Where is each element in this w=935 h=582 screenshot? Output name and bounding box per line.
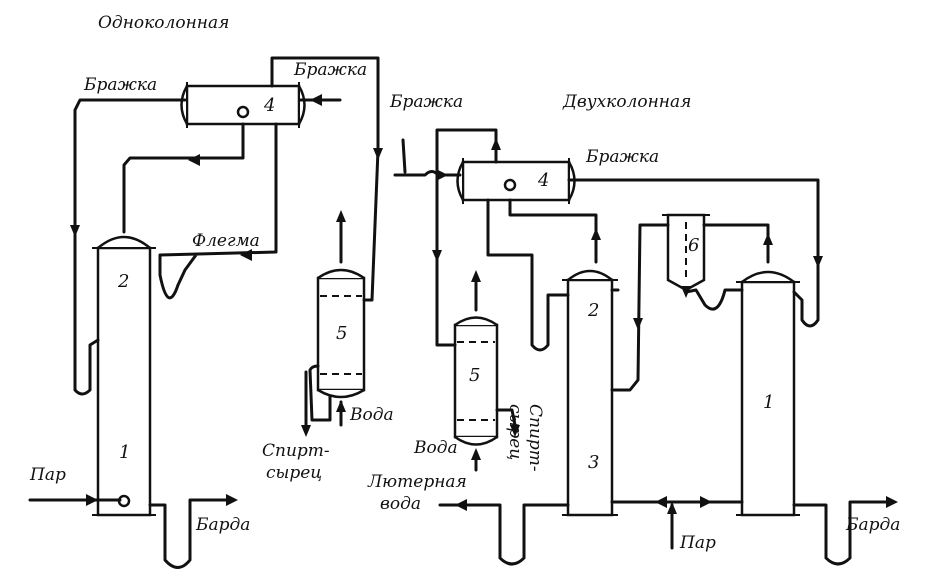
separator-6 <box>662 213 710 292</box>
label-par-1: Пар <box>29 465 66 485</box>
label-brazhka-2: Бражка <box>293 60 367 80</box>
double-dephlegmator-body <box>461 160 571 202</box>
label-par-2: Пар <box>679 533 716 553</box>
number-1-single: 1 <box>119 442 130 463</box>
label-voda-1: Вода <box>349 405 394 425</box>
single-column-dome <box>97 235 151 249</box>
single-dephlegmator <box>180 82 306 128</box>
label-luternaya-b: вода <box>380 494 421 514</box>
label-brazhka-4: Бражка <box>585 147 659 167</box>
double-column-3 <box>562 269 618 517</box>
double-column-1 <box>736 270 800 517</box>
title-single-column: Одноколонная <box>98 13 229 33</box>
double-condenser <box>453 316 499 446</box>
single-arrows <box>70 94 383 506</box>
label-luternaya-a: Лютерная <box>367 472 467 492</box>
number-2-double: 2 <box>587 300 599 321</box>
label-spirt-v2: сырец <box>505 404 525 460</box>
number-1-double: 1 <box>763 392 774 413</box>
number-5-double: 5 <box>469 365 480 386</box>
double-dephlegmator <box>456 158 576 204</box>
single-dephlegmator-body <box>185 84 301 126</box>
number-5-single: 5 <box>336 323 347 344</box>
double-pipes <box>393 128 892 566</box>
single-column <box>92 235 156 517</box>
label-brazhka-3: Бражка <box>389 92 463 112</box>
number-2-single: 2 <box>117 271 129 292</box>
label-barda-1: Барда <box>195 515 250 535</box>
column-3-body <box>566 278 614 517</box>
label-flegma: Флегма <box>192 231 260 251</box>
number-4-double: 4 <box>537 170 549 191</box>
title-two-column: Двухколонная <box>562 92 691 112</box>
number-6: 6 <box>688 235 699 256</box>
number-3-double: 3 <box>588 452 599 473</box>
label-barda-2: Барда <box>845 515 900 535</box>
label-spirt-1a: Спирт- <box>262 441 330 461</box>
single-condenser <box>316 268 366 399</box>
label-voda-2: Вода <box>413 438 458 458</box>
label-spirt-1b: сырец <box>266 463 322 483</box>
label-brazhka-1: Бражка <box>83 75 157 95</box>
number-4-single: 4 <box>263 95 275 116</box>
label-spirt-v1: Спирт- <box>525 404 545 472</box>
single-column-body <box>96 246 152 517</box>
double-arrows <box>432 138 898 514</box>
